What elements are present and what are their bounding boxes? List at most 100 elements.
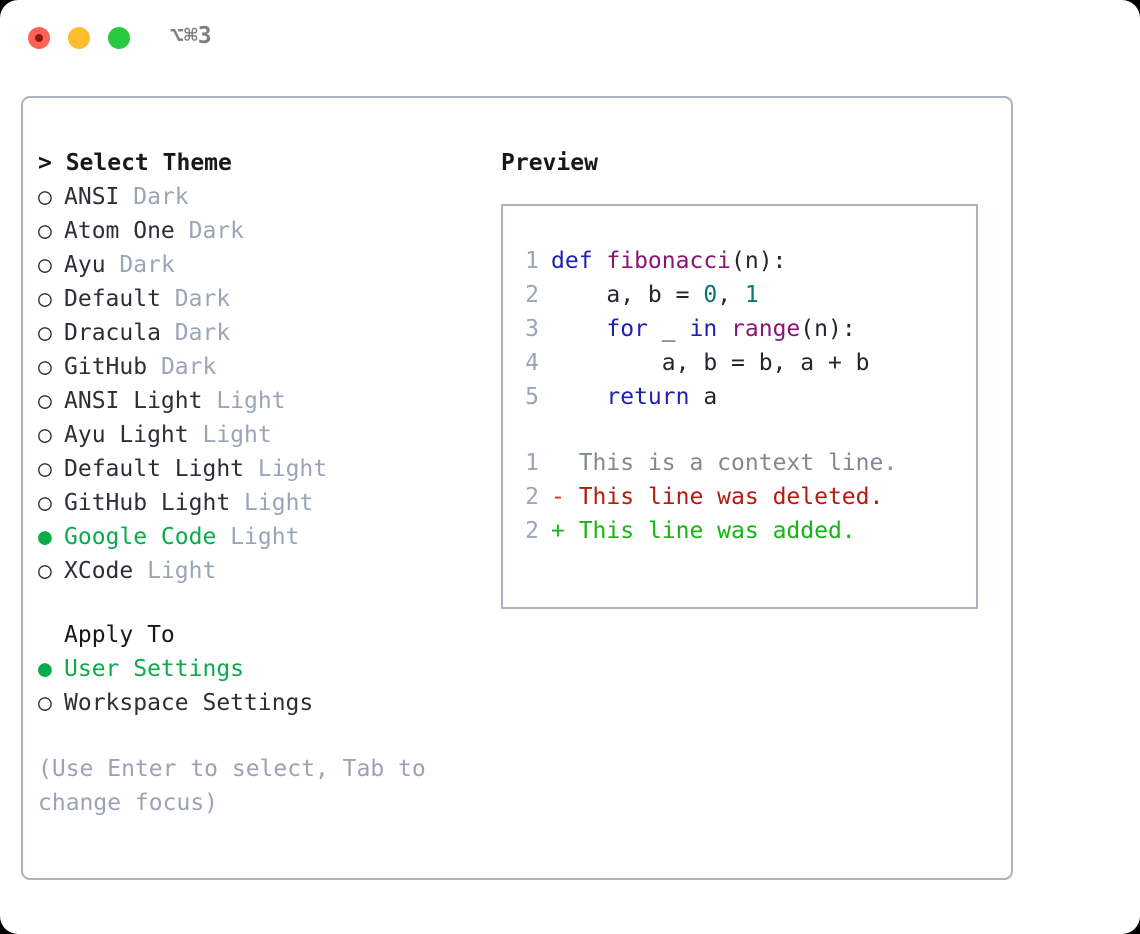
theme-list-item[interactable]: ○ ANSI Light Light <box>38 384 478 418</box>
theme-list-item[interactable]: ○ XCode Light <box>38 554 478 588</box>
maximize-button[interactable] <box>108 27 130 49</box>
diff-text: This line was deleted. <box>564 484 884 510</box>
theme-name: Ayu Light <box>64 422 189 448</box>
theme-kind-badge: Light <box>202 422 272 448</box>
hint-spacer <box>38 720 478 752</box>
code-token: (n): <box>800 316 856 342</box>
code-token <box>551 384 606 410</box>
preview-header: Preview <box>501 150 598 176</box>
line-number: 1 <box>525 450 539 476</box>
theme-list-item[interactable]: ○ GitHub Light Light <box>38 486 478 520</box>
theme-name: ANSI <box>64 184 120 210</box>
code-diff-gap <box>503 414 976 446</box>
theme-name: XCode <box>64 558 134 584</box>
apply-to-label: Workspace Settings <box>64 690 314 716</box>
theme-kind-badge: Dark <box>119 252 175 278</box>
apply-to-option[interactable]: ○ Workspace Settings <box>38 686 478 720</box>
theme-picker-panel: > Select Theme ○ANSI Dark○Atom One Dark○… <box>21 96 1013 880</box>
theme-list-item[interactable]: ○ GitHub Dark <box>38 350 478 384</box>
diff-marker <box>551 450 565 476</box>
radio-unselected-icon: ○ <box>38 690 52 716</box>
line-number: 5 <box>525 384 539 410</box>
radio-unselected-icon: ○ <box>38 490 52 516</box>
theme-kind-badge: Dark <box>188 218 245 244</box>
diff-line: 2+ This line was added. <box>503 514 976 548</box>
theme-kind-badge: Light <box>216 388 286 414</box>
apply-to-label: User Settings <box>64 656 245 682</box>
code-token: _ <box>647 316 690 342</box>
theme-list-item[interactable]: ●Google Code Light <box>38 520 478 554</box>
theme-name: GitHub <box>64 354 148 380</box>
theme-list-item[interactable]: ○ Atom One Dark <box>38 214 478 248</box>
code-token: (n): <box>731 248 787 274</box>
select-theme-header: > Select Theme <box>38 150 232 176</box>
theme-list-item[interactable]: ○ ANSI Dark <box>38 180 478 214</box>
theme-name: Dracula <box>64 320 161 346</box>
radio-unselected-icon: ○ <box>38 252 52 278</box>
keyboard-hint: (Use Enter to select, Tab to change focu… <box>38 756 440 816</box>
code-token <box>717 316 731 342</box>
theme-kind-badge: Light <box>244 490 314 516</box>
shortcut-label: ⌥⌘3 <box>170 23 212 49</box>
radio-selected-icon: ● <box>38 656 52 682</box>
theme-name: Default <box>64 286 161 312</box>
code-token: in <box>689 316 718 342</box>
theme-list-item[interactable]: ○ Dracula Dark <box>38 316 478 350</box>
code-token: fibonacci <box>606 248 732 274</box>
line-number: 3 <box>525 316 539 342</box>
code-line: 5 return a <box>503 380 976 414</box>
radio-unselected-icon: ○ <box>38 558 52 584</box>
theme-kind-badge: Light <box>147 558 217 584</box>
theme-list-item[interactable]: ○ Default Light Light <box>38 452 478 486</box>
radio-selected-icon: ● <box>38 524 52 550</box>
radio-unselected-icon: ○ <box>38 354 52 380</box>
theme-name: Ayu <box>64 252 106 278</box>
theme-list-item[interactable]: ○ Default Dark <box>38 282 478 316</box>
radio-unselected-icon: ○ <box>38 422 52 448</box>
radio-unselected-icon: ○ <box>38 320 52 346</box>
theme-kind-badge: Light <box>257 456 328 482</box>
theme-name: Default Light <box>64 456 245 482</box>
code-token <box>551 316 606 342</box>
theme-kind-badge: Dark <box>174 286 231 312</box>
line-number: 1 <box>525 248 539 274</box>
theme-kind-badge: Dark <box>174 320 231 346</box>
line-number: 2 <box>525 484 539 510</box>
theme-name: Atom One <box>64 218 175 244</box>
theme-list-item[interactable]: ○ Ayu Light Light <box>38 418 478 452</box>
line-number: 2 <box>525 518 539 544</box>
radio-unselected-icon: ○ <box>38 286 52 312</box>
apply-to-option[interactable]: ● User Settings <box>38 652 478 686</box>
code-line: 2 a, b = 0, 1 <box>503 278 976 312</box>
diff-text: This line was added. <box>564 518 856 544</box>
radio-unselected-icon: ○ <box>38 388 52 414</box>
theme-name: ANSI Light <box>64 388 203 414</box>
diff-line: 1 This is a context line. <box>503 446 976 480</box>
code-token: a <box>689 384 718 410</box>
diff-line: 2- This line was deleted. <box>503 480 976 514</box>
theme-kind-badge: Dark <box>133 184 189 210</box>
code-token: a, b = <box>551 282 704 308</box>
code-line: 3 for _ in range(n): <box>503 312 976 346</box>
diff-sample: 1 This is a context line.2- This line wa… <box>503 446 976 548</box>
code-token: for <box>606 316 648 342</box>
theme-list-item[interactable]: ○ Ayu Dark <box>38 248 478 282</box>
radio-unselected-icon: ○ <box>38 184 52 210</box>
theme-name: GitHub Light <box>64 490 231 516</box>
close-button[interactable] <box>28 27 50 49</box>
radio-unselected-icon: ○ <box>38 218 52 244</box>
code-token: 0 <box>703 282 718 308</box>
theme-kind-badge: Dark <box>160 354 217 380</box>
line-number: 4 <box>525 350 539 376</box>
radio-unselected-icon: ○ <box>38 456 52 482</box>
theme-list[interactable]: ○ ANSI Dark ○ Atom One Dark ○ Ayu Dark ○ Defaul… <box>38 180 478 588</box>
code-token: a, b = b, a + b <box>551 350 870 376</box>
apply-to-list[interactable]: ● User Settings ○ Workspace Settings <box>38 652 478 720</box>
minimize-button[interactable] <box>68 27 90 49</box>
code-token: range <box>731 316 801 342</box>
code-line: 4 a, b = b, a + b <box>503 346 976 380</box>
theme-selection-column: > Select Theme ○ANSI Dark○Atom One Dark○… <box>38 146 478 820</box>
